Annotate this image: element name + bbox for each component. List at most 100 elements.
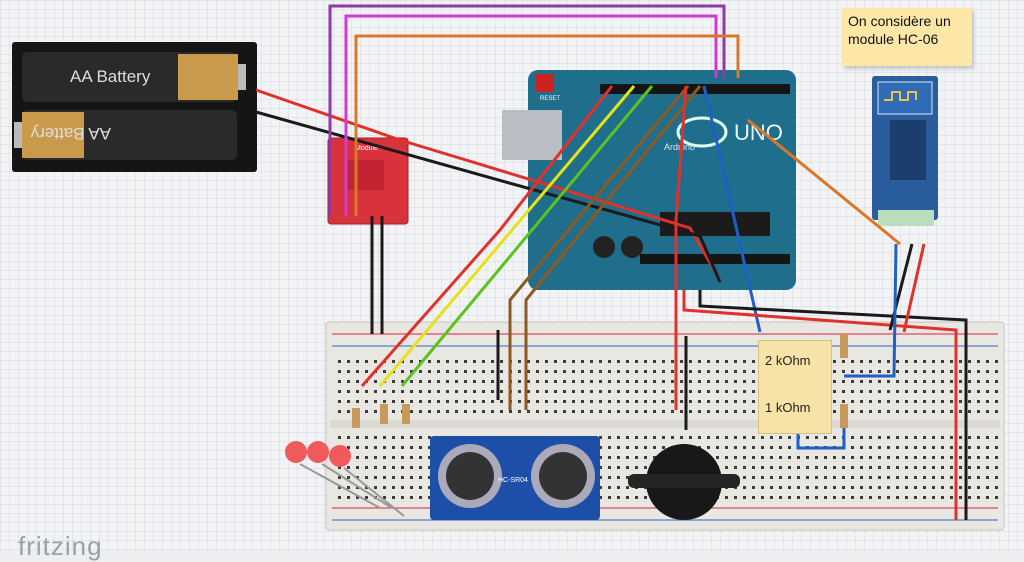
breadboard-hole bbox=[356, 476, 359, 479]
breadboard-hole bbox=[779, 466, 782, 469]
breadboard-hole bbox=[338, 370, 341, 373]
breadboard-hole bbox=[716, 456, 719, 459]
breadboard-hole bbox=[365, 370, 368, 373]
breadboard-hole bbox=[743, 476, 746, 479]
breadboard-hole bbox=[428, 456, 431, 459]
breadboard-hole bbox=[770, 476, 773, 479]
breadboard-hole bbox=[419, 446, 422, 449]
breadboard-hole bbox=[356, 486, 359, 489]
breadboard-hole bbox=[770, 456, 773, 459]
breadboard-hole bbox=[833, 370, 836, 373]
breadboard-hole bbox=[419, 496, 422, 499]
breadboard-hole bbox=[851, 476, 854, 479]
breadboard-hole bbox=[914, 380, 917, 383]
breadboard-hole bbox=[950, 496, 953, 499]
breadboard-hole bbox=[725, 446, 728, 449]
breadboard-hole bbox=[896, 496, 899, 499]
breadboard-hole bbox=[545, 400, 548, 403]
breadboard-hole bbox=[806, 466, 809, 469]
breadboard-hole bbox=[383, 446, 386, 449]
breadboard-hole bbox=[707, 380, 710, 383]
breadboard-hole bbox=[464, 410, 467, 413]
breadboard-hole bbox=[680, 410, 683, 413]
breadboard-hole bbox=[347, 380, 350, 383]
breadboard-hole bbox=[356, 390, 359, 393]
breadboard-hole bbox=[860, 380, 863, 383]
breadboard-hole bbox=[347, 410, 350, 413]
breadboard-hole bbox=[797, 486, 800, 489]
breadboard-hole bbox=[680, 360, 683, 363]
breadboard-hole bbox=[851, 410, 854, 413]
breadboard-hole bbox=[977, 456, 980, 459]
breadboard-hole bbox=[518, 390, 521, 393]
breadboard-hole bbox=[833, 486, 836, 489]
breadboard-hole bbox=[464, 400, 467, 403]
breadboard-hole bbox=[887, 476, 890, 479]
breadboard-hole bbox=[518, 370, 521, 373]
breadboard-hole bbox=[923, 390, 926, 393]
breadboard-hole bbox=[599, 436, 602, 439]
breadboard-hole bbox=[626, 436, 629, 439]
breadboard-hole bbox=[626, 360, 629, 363]
breadboard-hole bbox=[617, 446, 620, 449]
breadboard-hole bbox=[851, 466, 854, 469]
breadboard-hole bbox=[896, 436, 899, 439]
breadboard-hole bbox=[932, 486, 935, 489]
breadboard-hole bbox=[986, 436, 989, 439]
breadboard-hole bbox=[752, 446, 755, 449]
arduino-sub: Arduino bbox=[664, 142, 695, 152]
breadboard-hole bbox=[626, 400, 629, 403]
breadboard-hole bbox=[572, 380, 575, 383]
breadboard-hole bbox=[644, 446, 647, 449]
breadboard-hole bbox=[617, 370, 620, 373]
breadboard-hole bbox=[851, 360, 854, 363]
breadboard-hole bbox=[941, 456, 944, 459]
breadboard-hole bbox=[797, 496, 800, 499]
ultrasonic-sensor: HC-SR04 bbox=[430, 436, 600, 520]
breadboard-hole bbox=[653, 446, 656, 449]
breadboard-hole bbox=[356, 436, 359, 439]
breadboard-hole bbox=[374, 380, 377, 383]
breadboard-hole bbox=[662, 370, 665, 373]
breadboard-hole bbox=[635, 466, 638, 469]
breadboard-hole bbox=[716, 400, 719, 403]
breadboard-hole bbox=[914, 400, 917, 403]
breadboard-hole bbox=[707, 360, 710, 363]
breadboard-hole bbox=[689, 360, 692, 363]
breadboard-hole bbox=[473, 360, 476, 363]
breadboard-hole bbox=[347, 370, 350, 373]
breadboard-hole bbox=[941, 476, 944, 479]
breadboard-hole bbox=[860, 476, 863, 479]
breadboard-hole bbox=[752, 456, 755, 459]
breadboard-hole bbox=[851, 370, 854, 373]
breadboard-hole bbox=[977, 380, 980, 383]
breadboard-hole bbox=[905, 466, 908, 469]
breadboard-hole bbox=[752, 466, 755, 469]
breadboard-hole bbox=[887, 496, 890, 499]
circuit-diagram: AA Battery AA Battery Module UNO Arduino… bbox=[12, 4, 1005, 531]
breadboard-hole bbox=[410, 370, 413, 373]
breadboard-hole bbox=[959, 476, 962, 479]
breadboard-hole bbox=[473, 410, 476, 413]
breadboard-hole bbox=[941, 390, 944, 393]
breadboard-hole bbox=[608, 436, 611, 439]
breadboard-hole bbox=[608, 486, 611, 489]
breadboard-hole bbox=[599, 400, 602, 403]
breadboard-hole bbox=[797, 476, 800, 479]
breadboard-hole bbox=[968, 380, 971, 383]
breadboard-hole bbox=[635, 370, 638, 373]
breadboard-hole bbox=[401, 486, 404, 489]
breadboard-hole bbox=[626, 446, 629, 449]
breadboard-hole bbox=[887, 436, 890, 439]
breadboard-hole bbox=[365, 456, 368, 459]
breadboard-hole bbox=[410, 476, 413, 479]
breadboard-hole bbox=[905, 360, 908, 363]
breadboard-hole bbox=[446, 360, 449, 363]
breadboard-hole bbox=[536, 380, 539, 383]
breadboard-hole bbox=[383, 370, 386, 373]
breadboard-hole bbox=[590, 390, 593, 393]
breadboard-hole bbox=[437, 410, 440, 413]
breadboard-hole bbox=[707, 436, 710, 439]
breadboard-hole bbox=[653, 410, 656, 413]
breadboard-hole bbox=[680, 400, 683, 403]
